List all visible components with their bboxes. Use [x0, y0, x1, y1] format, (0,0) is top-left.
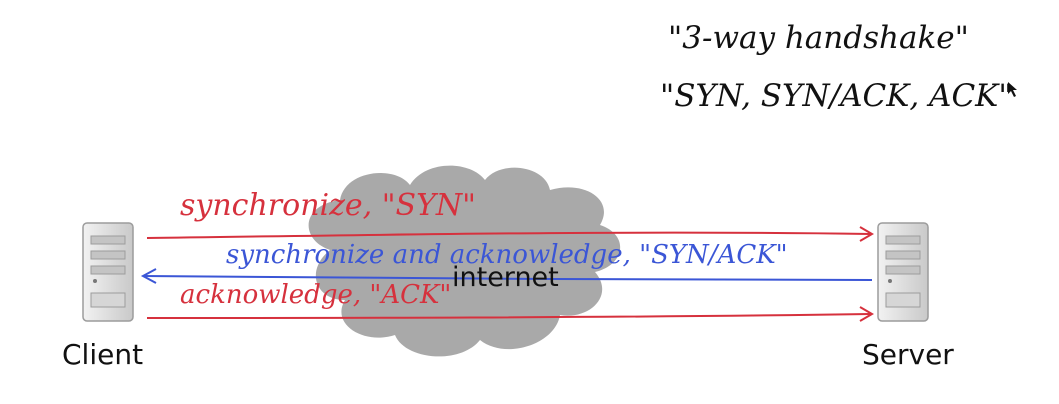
ack-message-label: acknowledge, "ACK"	[180, 280, 452, 310]
server-label: Server	[862, 338, 954, 371]
syn-message-label: synchronize, "SYN"	[180, 188, 476, 223]
handshake-title-note: "3-way handshake"	[668, 20, 969, 56]
synack-message-label: synchronize and acknowledge, "SYN/ACK"	[226, 240, 788, 270]
cursor-icon	[1008, 82, 1017, 97]
syn-arrow	[146, 226, 874, 242]
internet-label: internet	[452, 262, 559, 293]
synack-arrow	[140, 268, 873, 284]
ack-arrow	[146, 306, 874, 322]
server-server-icon	[877, 222, 929, 322]
client-label: Client	[62, 338, 144, 371]
client-server-icon	[82, 222, 134, 322]
cloud-icon	[308, 165, 621, 357]
handshake-subtitle-note: "SYN, SYN/ACK, ACK"	[660, 78, 1013, 114]
